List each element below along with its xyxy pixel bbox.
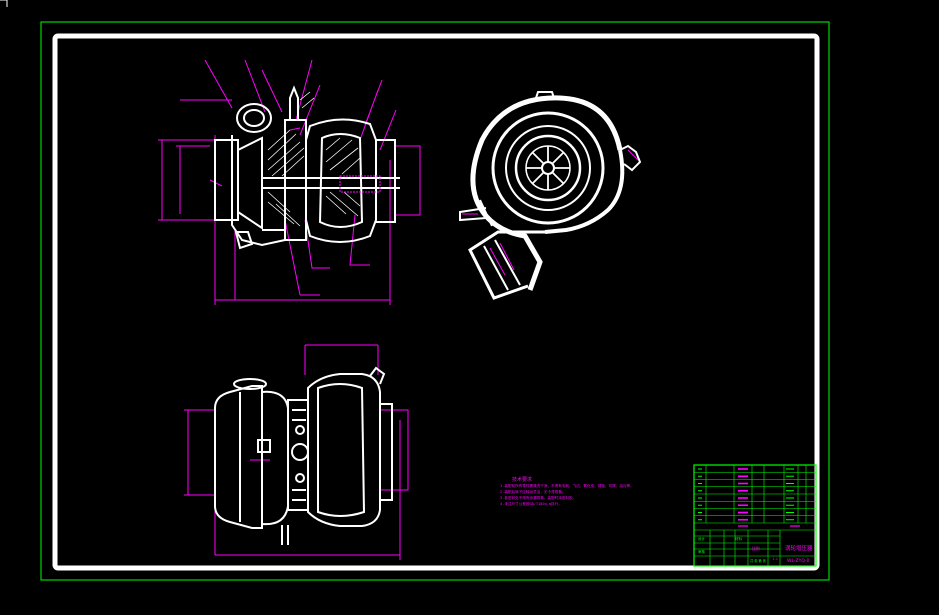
side-view [184, 344, 409, 560]
side-dimensions [184, 344, 409, 560]
sheet-label: 共 张 第 张 [750, 558, 767, 563]
section-dimensions [158, 59, 421, 305]
title-block-marks [698, 468, 800, 527]
material-label: 材料 [735, 536, 743, 541]
inner-border [52, 33, 820, 571]
notes-line-2: 2.装配后转子应转动灵活，无卡滞现象。 [500, 489, 565, 494]
section-view [158, 59, 421, 305]
side-outline [214, 366, 393, 545]
notes-line-3: 3.各密封处不得有渗漏现象，装配时涂密封胶。 [500, 495, 576, 500]
outer-border [40, 21, 830, 581]
scale-label: 比例 [752, 546, 760, 551]
title-block: 涡轮增压器 WL-ZYQ-0 比例 1:1 设计 审核 材料 共 张 第 张 [693, 464, 817, 567]
notes-line-4: 4.未注尺寸公差按GB/T1804-m执行。 [500, 501, 562, 506]
technical-notes: 技术要求 1.装配前所有零件需清洗干净，不得有毛刺、飞边、氧化皮、锈蚀、切屑、油… [500, 476, 634, 506]
designer-label: 设计 [698, 536, 706, 541]
section-hatch [267, 91, 361, 227]
volute-view [459, 91, 642, 300]
wheel-blades [526, 146, 570, 190]
drawing-title: 涡轮增压器 [785, 544, 813, 552]
corner-marker [0, 0, 8, 7]
scale-value: 1:1 [772, 556, 779, 561]
title-block-grid [694, 465, 816, 566]
drawing-number: WL-ZYQ-0 [787, 558, 810, 564]
notes-title: 技术要求 [512, 476, 532, 483]
checker-label: 审核 [698, 549, 706, 554]
section-outline [214, 85, 400, 250]
notes-line-1: 1.装配前所有零件需清洗干净，不得有毛刺、飞边、氧化皮、锈蚀、切屑、油污等。 [500, 483, 634, 488]
